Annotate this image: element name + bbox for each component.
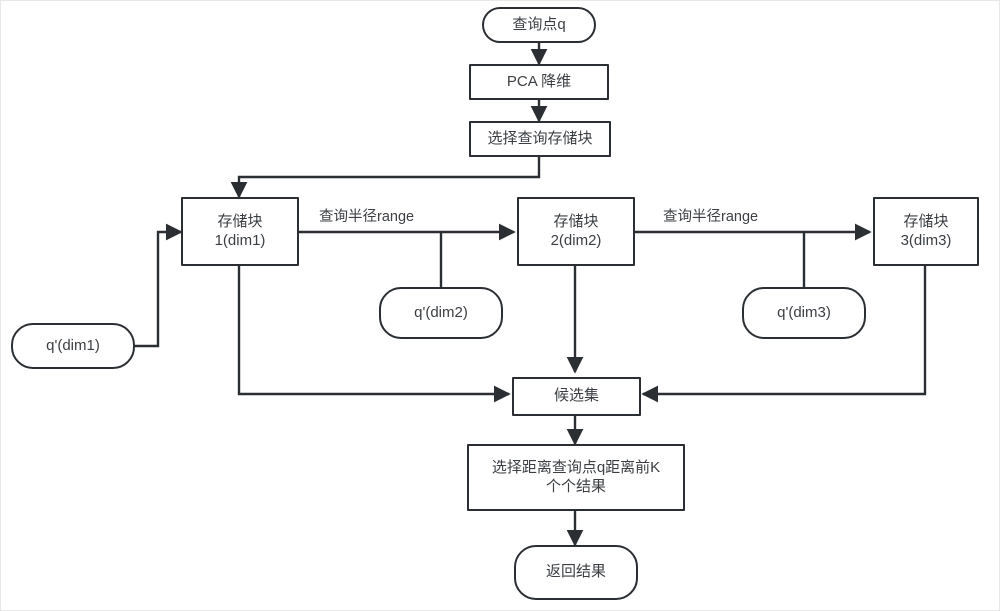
edge-label-range-block1-block2: 查询半径range xyxy=(319,209,415,225)
node-q-dim2[interactable]: q'(dim2) xyxy=(379,287,503,339)
node-q-dim3[interactable]: q'(dim3) xyxy=(742,287,866,339)
node-candidate-set[interactable]: 候选集 xyxy=(512,377,641,416)
node-return-result[interactable]: 返回结果 xyxy=(514,545,638,600)
edge-qdim1-to-block1 xyxy=(135,223,183,348)
node-q-dim1[interactable]: q'(dim1) xyxy=(11,323,135,369)
edge-label-range-block2-block3: 查询半径range xyxy=(663,209,759,225)
node-select-block[interactable]: 选择查询存储块 xyxy=(469,121,611,157)
node-pca[interactable]: PCA 降维 xyxy=(469,64,609,100)
node-block-1[interactable]: 存储块 1(dim1) xyxy=(181,197,299,266)
edge-selectblock-to-block1 xyxy=(230,157,541,199)
node-block-3[interactable]: 存储块 3(dim3) xyxy=(873,197,979,266)
node-query-point[interactable]: 查询点q xyxy=(482,7,596,43)
node-block-2[interactable]: 存储块 2(dim2) xyxy=(517,197,635,266)
node-topk-result[interactable]: 选择距离查询点q距离前K 个个结果 xyxy=(467,444,685,511)
